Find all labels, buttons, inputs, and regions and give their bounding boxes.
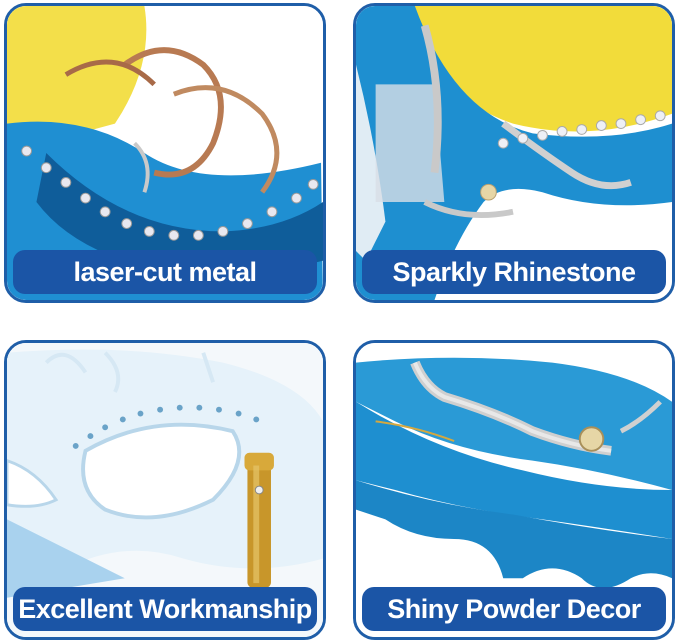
caption-shiny-powder-decor: Shiny Powder Decor (362, 587, 666, 631)
photo-panel-rhinestone: Sparkly Rhinestone (353, 3, 675, 303)
caption-sparkly-rhinestone: Sparkly Rhinestone (362, 250, 666, 294)
photo-panel-laser-cut: laser-cut metal (4, 3, 326, 303)
caption-excellent-workmanship: Excellent Workmanship (13, 587, 317, 631)
photo-panel-workmanship: Excellent Workmanship (4, 340, 326, 640)
caption-laser-cut-metal: laser-cut metal (13, 250, 317, 294)
photo-panel-powder-decor: Shiny Powder Decor (353, 340, 675, 640)
